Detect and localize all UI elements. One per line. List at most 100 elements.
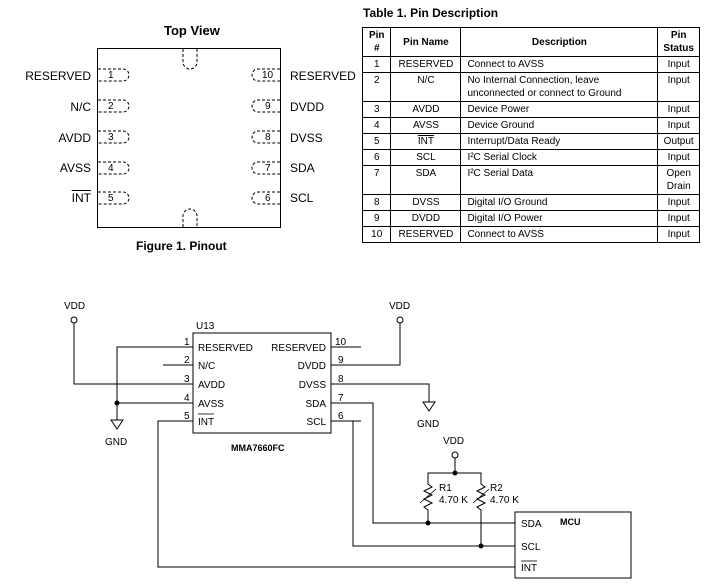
sch-left-num-4: 4 bbox=[184, 393, 190, 404]
cell-pin-number: 10 bbox=[361, 226, 392, 243]
sch-left-label-5: INT bbox=[198, 417, 214, 428]
pinout-left-label-3: AVDD bbox=[58, 131, 91, 145]
sch-left-label-2: N/C bbox=[198, 361, 215, 372]
pinout-left-num-4: 4 bbox=[108, 163, 114, 174]
pinout-right-label-9: DVDD bbox=[290, 100, 325, 114]
mcu-pin-scl: SCL bbox=[521, 542, 541, 553]
pinout-left-label-1: RESERVED bbox=[25, 69, 91, 83]
wire-vdd-avdd bbox=[73, 323, 163, 385]
pinout-package-drawing bbox=[98, 49, 280, 227]
vdd-pullup-terminal bbox=[451, 451, 459, 459]
gnd-right-symbol bbox=[422, 401, 436, 412]
sch-left-label-3: AVDD bbox=[198, 380, 225, 391]
sch-left-label-1: RESERVED bbox=[198, 343, 253, 354]
wire-sda bbox=[361, 402, 515, 524]
sch-right-num-7: 7 bbox=[338, 393, 344, 404]
vdd-right-terminal bbox=[396, 316, 404, 324]
cell-pin-number: 2 bbox=[361, 72, 392, 102]
table-title: Table 1. Pin Description bbox=[363, 6, 499, 20]
sch-left-num-2: 2 bbox=[184, 355, 190, 366]
cell-pin-name: SDA bbox=[390, 165, 462, 195]
r2-value: 4.70 K bbox=[490, 495, 519, 506]
chip-package-outline bbox=[97, 48, 281, 228]
vdd-left-terminal bbox=[70, 316, 78, 324]
header-status-line2: Status bbox=[663, 43, 694, 54]
header-pin-name: Pin Name bbox=[390, 27, 462, 57]
wire-scl bbox=[352, 420, 515, 547]
vdd-right-label: VDD bbox=[389, 301, 410, 312]
sch-right-label-7: SDA bbox=[305, 399, 326, 410]
header-pin-number: Pin # bbox=[361, 27, 392, 57]
pinout-left-label-4: AVSS bbox=[59, 161, 91, 175]
cell-pin-number: 7 bbox=[361, 165, 392, 195]
wire-pullup-top bbox=[427, 472, 482, 481]
pinout-right-label-8: DVSS bbox=[290, 131, 323, 145]
cell-pin-status: Input bbox=[657, 72, 700, 102]
junction-sda bbox=[425, 520, 431, 526]
vdd-left-label: VDD bbox=[64, 301, 85, 312]
sch-right-num-9: 9 bbox=[338, 355, 344, 366]
sch-right-label-10: RESERVED bbox=[271, 343, 326, 354]
sch-right-label-9: DVDD bbox=[298, 361, 326, 372]
r2-adjust-arrow bbox=[472, 488, 490, 504]
u13-part-number: MMA7660FC bbox=[231, 443, 285, 453]
wire-reserved-avss bbox=[116, 346, 163, 404]
pinout-right-label-6: SCL bbox=[290, 191, 314, 205]
gnd-left-label: GND bbox=[105, 437, 127, 448]
header-description: Description bbox=[460, 27, 659, 57]
sch-left-num-1: 1 bbox=[184, 337, 190, 348]
mcu-body bbox=[514, 511, 632, 579]
cell-pin-name: RESERVED bbox=[390, 226, 462, 243]
u13-body bbox=[192, 332, 332, 434]
u13-left-pin-lines bbox=[163, 346, 361, 422]
pinout-caption: Figure 1. Pinout bbox=[136, 239, 227, 253]
pinout-left-num-1: 1 bbox=[108, 70, 114, 81]
pinout-left-num-5: 5 bbox=[108, 193, 114, 204]
sch-left-num-5: 5 bbox=[184, 411, 190, 422]
pinout-right-num-6: 6 bbox=[265, 193, 271, 204]
cell-pin-number: 4 bbox=[361, 117, 392, 134]
sch-right-num-6: 6 bbox=[338, 411, 344, 422]
r1-name: R1 bbox=[439, 483, 452, 494]
r1-resistor bbox=[422, 481, 434, 523]
bottom-center-pad bbox=[182, 208, 198, 227]
sch-right-label-6: SCL bbox=[307, 417, 327, 428]
u13-ref: U13 bbox=[196, 321, 215, 332]
pinout-right-label-7: SDA bbox=[290, 161, 315, 175]
gnd-right-label: GND bbox=[417, 419, 439, 430]
cell-description: Connect to AVSS bbox=[460, 226, 659, 243]
junction-scl bbox=[478, 543, 484, 549]
sch-right-label-8: DVSS bbox=[299, 380, 327, 391]
mcu-pin-sda: SDA bbox=[521, 519, 542, 530]
sch-left-label-4: AVSS bbox=[198, 399, 224, 410]
r1-adjust-arrow bbox=[419, 488, 437, 504]
gnd-left-symbol bbox=[110, 419, 124, 430]
pinout-right-num-9: 9 bbox=[265, 101, 271, 112]
right-pads bbox=[251, 68, 280, 205]
pinout-left-num-2: 2 bbox=[108, 101, 114, 112]
cell-pin-status: Input bbox=[657, 226, 700, 243]
pinout-left-num-3: 3 bbox=[108, 132, 114, 143]
header-status-line1: Pin bbox=[670, 30, 687, 41]
left-pads bbox=[98, 68, 130, 205]
pinout-title: Top View bbox=[164, 23, 220, 38]
pinout-right-num-8: 8 bbox=[265, 132, 271, 143]
r2-name: R2 bbox=[490, 483, 503, 494]
sch-left-num-3: 3 bbox=[184, 374, 190, 385]
pinout-right-num-7: 7 bbox=[265, 163, 271, 174]
r1-value: 4.70 K bbox=[439, 495, 468, 506]
pinout-right-label-10: RESERVED bbox=[290, 69, 356, 83]
cell-description: I²C Serial Data bbox=[460, 165, 659, 195]
pinout-left-label-5: INT bbox=[71, 191, 91, 205]
vdd-pullup-label: VDD bbox=[443, 436, 464, 447]
